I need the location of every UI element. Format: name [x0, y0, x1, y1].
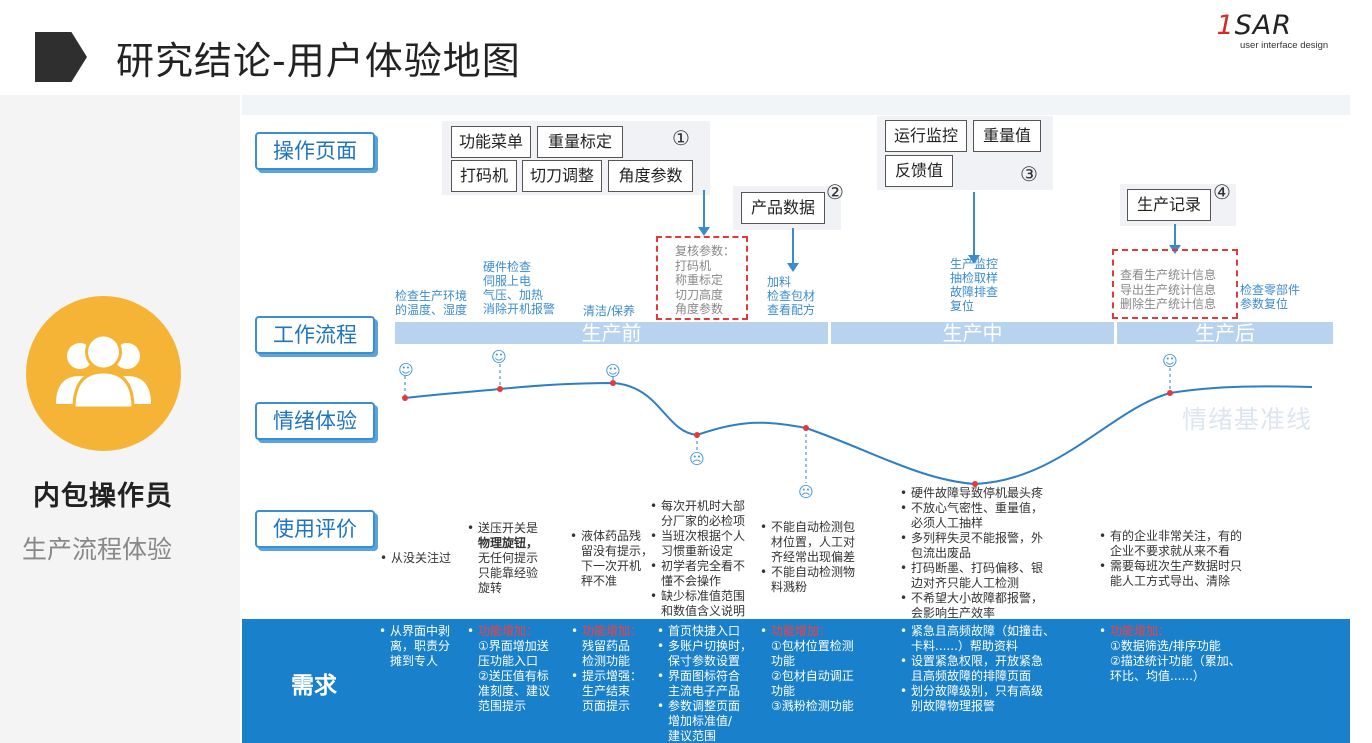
sad-face-icon: ☹ [798, 483, 814, 501]
arrow-line [973, 192, 975, 256]
stage-before-production: 生产前 [395, 322, 828, 344]
task-cleaning: 清洁/保养 [583, 304, 636, 318]
task-monitoring: 生产监控抽检取样故障排查复位 [950, 257, 999, 313]
happy-face-icon: ☺ [398, 361, 414, 379]
arrow-line [1174, 224, 1176, 246]
persona-subtitle: 生产流程体验 [22, 535, 173, 564]
logo-tagline: user interface design [1240, 40, 1329, 51]
evaluation-2: •送压开关是物理旋钮，无任何提示只能靠经验旋转 [467, 521, 539, 595]
page-button-product-data[interactable]: 产品数据 [741, 192, 825, 224]
task-feeding: 加料检查包材查看配方 [767, 275, 816, 317]
page-group-number: ③ [1020, 162, 1038, 186]
page-button-function-menu[interactable]: 功能菜单 [451, 126, 531, 158]
page-title: 研究结论-用户体验地图 [116, 39, 521, 83]
arrow-down-icon [787, 263, 799, 272]
need-4: •首页快捷入口 •多账户切换时，保寸参数设置 •界面图标符合主流电子产品 •参数… [657, 624, 753, 743]
map-top-band [242, 95, 1350, 115]
need-3: •功能增加：残留药品检测功能 •提示增强：生产结束页面提示 [571, 624, 643, 713]
section-label-pages: 操作页面 [255, 132, 375, 170]
stage-during-production: 生产中 [831, 322, 1114, 344]
page-group-number: ① [672, 126, 690, 150]
highlight-box [656, 236, 748, 320]
isar-logo: 1SAR user interface design [1216, 10, 1368, 54]
task-statistics: 查看生产统计信息导出生产统计信息删除生产统计信息 [1120, 268, 1217, 311]
arrow-down-icon [698, 227, 710, 236]
need-1: •从界面中剥离，职责分摊到专人 [379, 624, 451, 668]
arrow-line [703, 190, 705, 228]
page-button-printer[interactable]: 打码机 [451, 160, 517, 192]
users-icon [56, 333, 151, 410]
evaluation-3: •液体药品残留没有提示，下一次开机秤不准 [570, 529, 654, 588]
needs-title: 需求 [291, 673, 337, 699]
page-button-angle-params[interactable]: 角度参数 [608, 160, 693, 192]
page-button-feedback-value[interactable]: 反馈值 [885, 155, 953, 187]
need-6: •紧急且高频故障（如撞击、卡料......）帮助资料 •设置紧急权限，开放紧急且… [900, 624, 1056, 713]
evaluation-1: •从没关注过 [380, 551, 452, 565]
sad-face-icon: ☹ [689, 450, 705, 468]
happy-face-icon: ☺ [605, 362, 621, 380]
stage-after-production: 生产后 [1117, 322, 1333, 344]
persona-name: 内包操作员 [33, 481, 173, 512]
evaluation-4: •每次开机时大部分厂家的必检项 •当班次根据个人习惯重新设定 •初学者完全看不懂… [650, 499, 746, 618]
emotion-curve [404, 381, 1313, 486]
section-label-evaluation: 使用评价 [255, 510, 375, 548]
happy-face-icon: ☺ [491, 348, 507, 366]
arrow-line [792, 228, 794, 264]
evaluation-6: •硬件故障导致停机最头疼 •不放心气密性、重量值，必须人工抽样 •多列秤失灵不能… [900, 486, 1044, 620]
section-label-workflow: 工作流程 [255, 316, 375, 354]
highlight-box [1112, 249, 1238, 319]
task-review-params: 复核参数：打码机称重标定切刀高度角度参数 [675, 244, 736, 316]
evaluation-7: •有的企业非常关注，有的企业不要求就从来不看 •需要每班次生产数据时只能人工方式… [1099, 529, 1243, 588]
page-button-cutter-adjust[interactable]: 切刀调整 [522, 160, 602, 192]
page-button-weight-value[interactable]: 重量值 [973, 120, 1041, 152]
logo-mark: 1SAR [1216, 10, 1292, 41]
evaluation-5: •不能自动检测包材位置，人工对齐经常出现偏差 •不能自动检测物料溅粉 [760, 520, 856, 594]
page-group-number: ② [826, 180, 844, 204]
section-label-emotion: 情绪体验 [255, 402, 375, 440]
persona-avatar [26, 296, 181, 451]
page-button-run-monitor[interactable]: 运行监控 [885, 120, 967, 152]
needs-band [242, 619, 1350, 743]
happy-face-icon: ☺ [1162, 352, 1178, 370]
emotion-baseline-label: 情绪基准线 [1182, 405, 1313, 434]
task-parts-check: 检查零部件参数复位 [1240, 283, 1301, 311]
arrow-down-icon [968, 255, 980, 264]
page-group-number: ④ [1213, 180, 1231, 204]
page-button-production-record[interactable]: 生产记录 [1127, 189, 1211, 221]
page-button-weight-calibration[interactable]: 重量标定 [537, 126, 623, 158]
task-env-check: 检查生产环境的温度、湿度 [395, 289, 468, 317]
task-hardware-check: 硬件检查伺服上电气压、加热消除开机报警 [483, 260, 556, 316]
